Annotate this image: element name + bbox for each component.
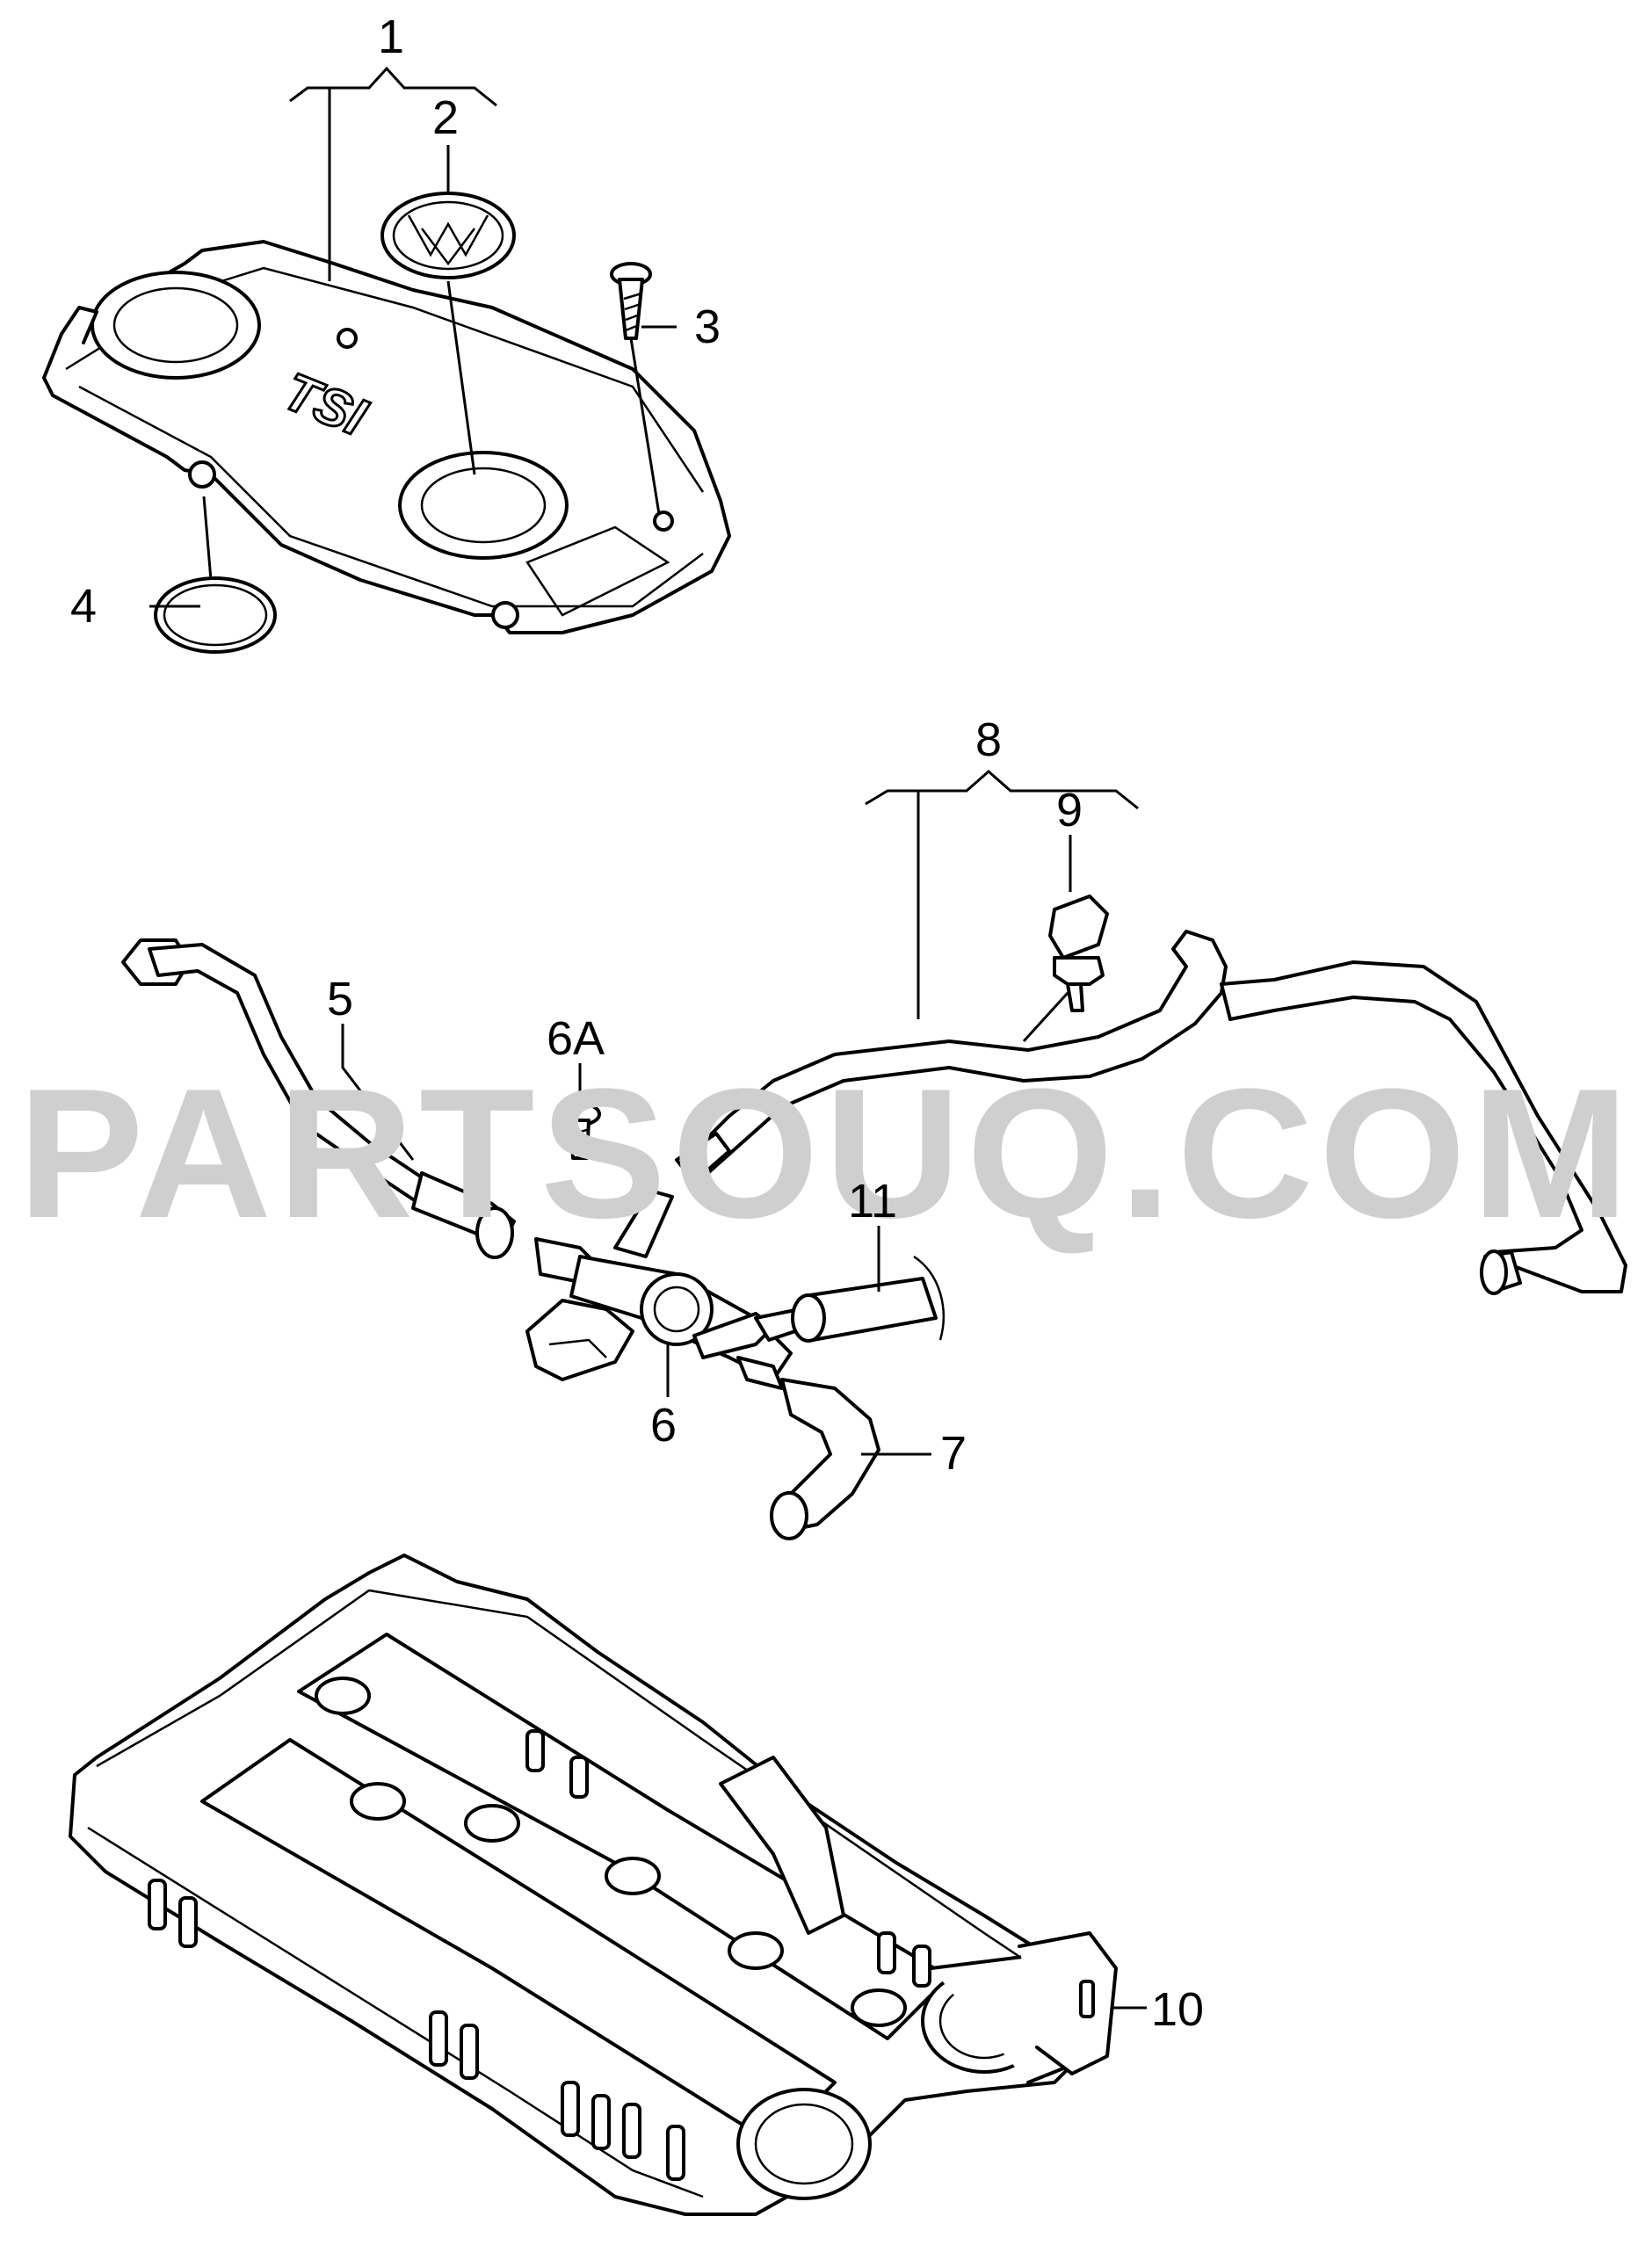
hose-11 — [791, 1255, 945, 1343]
hose-8 — [675, 930, 1627, 1295]
studs — [148, 1729, 931, 2181]
callout-7: 7 — [940, 1427, 967, 1480]
callout-6A: 6A — [547, 1012, 605, 1065]
engine-cover: TSI — [42, 240, 731, 634]
callout-6: 6 — [650, 1399, 677, 1452]
crankcase-valve-6 — [525, 1189, 810, 1390]
vw-emblem — [380, 192, 516, 279]
callout-labels: 1 2 3 4 5 6A 6 7 8 9 10 11 — [70, 11, 1204, 2036]
callout-3: 3 — [694, 301, 721, 353]
callout-9: 9 — [1056, 784, 1083, 837]
screw-6A — [559, 1102, 601, 1160]
cylinder-head-cover — [69, 1554, 1118, 2216]
callout-1: 1 — [378, 11, 404, 63]
clip-9 — [1048, 894, 1109, 1012]
callout-4: 4 — [70, 580, 97, 633]
callout-11: 11 — [848, 1175, 897, 1228]
watermark: PARTSOUQ.COM — [18, 1050, 1634, 1257]
callout-10: 10 — [1151, 1983, 1204, 2036]
callout-2: 2 — [432, 91, 459, 144]
leaders-middle — [341, 770, 1139, 1456]
hose-5 — [121, 938, 516, 1259]
callout-8: 8 — [975, 713, 1002, 766]
leaders-top — [149, 66, 677, 608]
callout-5: 5 — [327, 973, 353, 1025]
hose-7 — [770, 1378, 880, 1540]
bolt-3 — [610, 262, 652, 340]
o-ring-4 — [154, 576, 277, 654]
